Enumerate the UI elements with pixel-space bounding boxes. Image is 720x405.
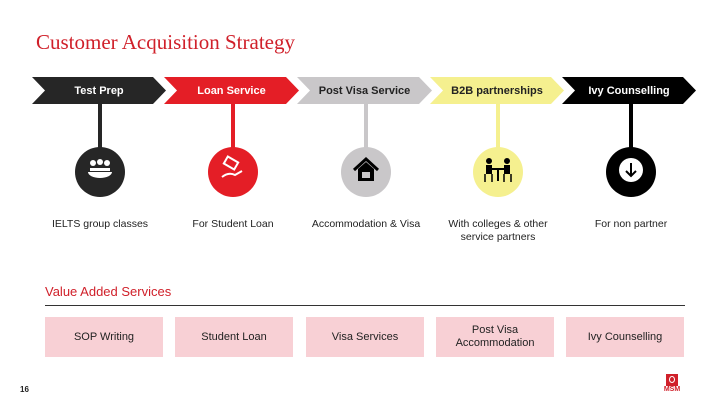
- msm-logo: MSM: [662, 374, 682, 393]
- stage-icon-circle: [606, 147, 656, 197]
- connector: [98, 104, 102, 150]
- arrow-down-circle-icon: [616, 155, 646, 190]
- service-label: Post Visa Accommodation: [455, 324, 535, 349]
- stage-tab: Ivy Counselling: [562, 77, 696, 104]
- stage-icon-circle: [75, 147, 125, 197]
- stage-tab: Loan Service: [164, 77, 299, 104]
- connector: [629, 104, 633, 150]
- stage-description: IELTS group classes: [51, 218, 149, 230]
- page-title: Customer Acquisition Strategy: [36, 30, 295, 54]
- connector: [364, 104, 368, 150]
- house-icon: [351, 156, 381, 189]
- divider: [45, 305, 685, 306]
- stage-tab: B2B partnerships: [430, 77, 564, 104]
- stage-description: Accommodation & Visa: [311, 218, 421, 230]
- service-box: Post Visa Accommodation: [436, 317, 554, 357]
- group-meeting-icon: [85, 158, 115, 187]
- stage-label: Test Prep: [74, 84, 124, 97]
- stage-description: For Student Loan: [192, 218, 274, 230]
- service-label: Visa Services: [331, 330, 399, 343]
- service-box: SOP Writing: [45, 317, 163, 357]
- service-label: Ivy Counselling: [587, 330, 663, 343]
- service-label: SOP Writing: [73, 330, 135, 343]
- connector: [231, 104, 235, 150]
- connector: [496, 104, 500, 150]
- service-box: Visa Services: [306, 317, 424, 357]
- stage-label: B2B partnerships: [451, 84, 543, 97]
- page-number: 16: [20, 385, 29, 394]
- stage-label: Loan Service: [197, 84, 266, 97]
- stage-description: For non partner: [594, 218, 668, 230]
- value-added-heading: Value Added Services: [45, 284, 172, 299]
- service-label: Student Loan: [201, 330, 267, 343]
- stage-tab: Post Visa Service: [297, 77, 432, 104]
- money-hand-icon: [218, 154, 248, 190]
- service-box: Ivy Counselling: [566, 317, 684, 357]
- stage-label: Post Visa Service: [318, 84, 411, 97]
- stage-description: With colleges & other service partners: [448, 218, 548, 243]
- service-box: Student Loan: [175, 317, 293, 357]
- stage-label: Ivy Counselling: [588, 84, 670, 97]
- meeting-table-icon: [482, 157, 514, 188]
- stage-icon-circle: [473, 147, 523, 197]
- stage-tab: Test Prep: [32, 77, 166, 104]
- stage-icon-circle: [208, 147, 258, 197]
- stage-icon-circle: [341, 147, 391, 197]
